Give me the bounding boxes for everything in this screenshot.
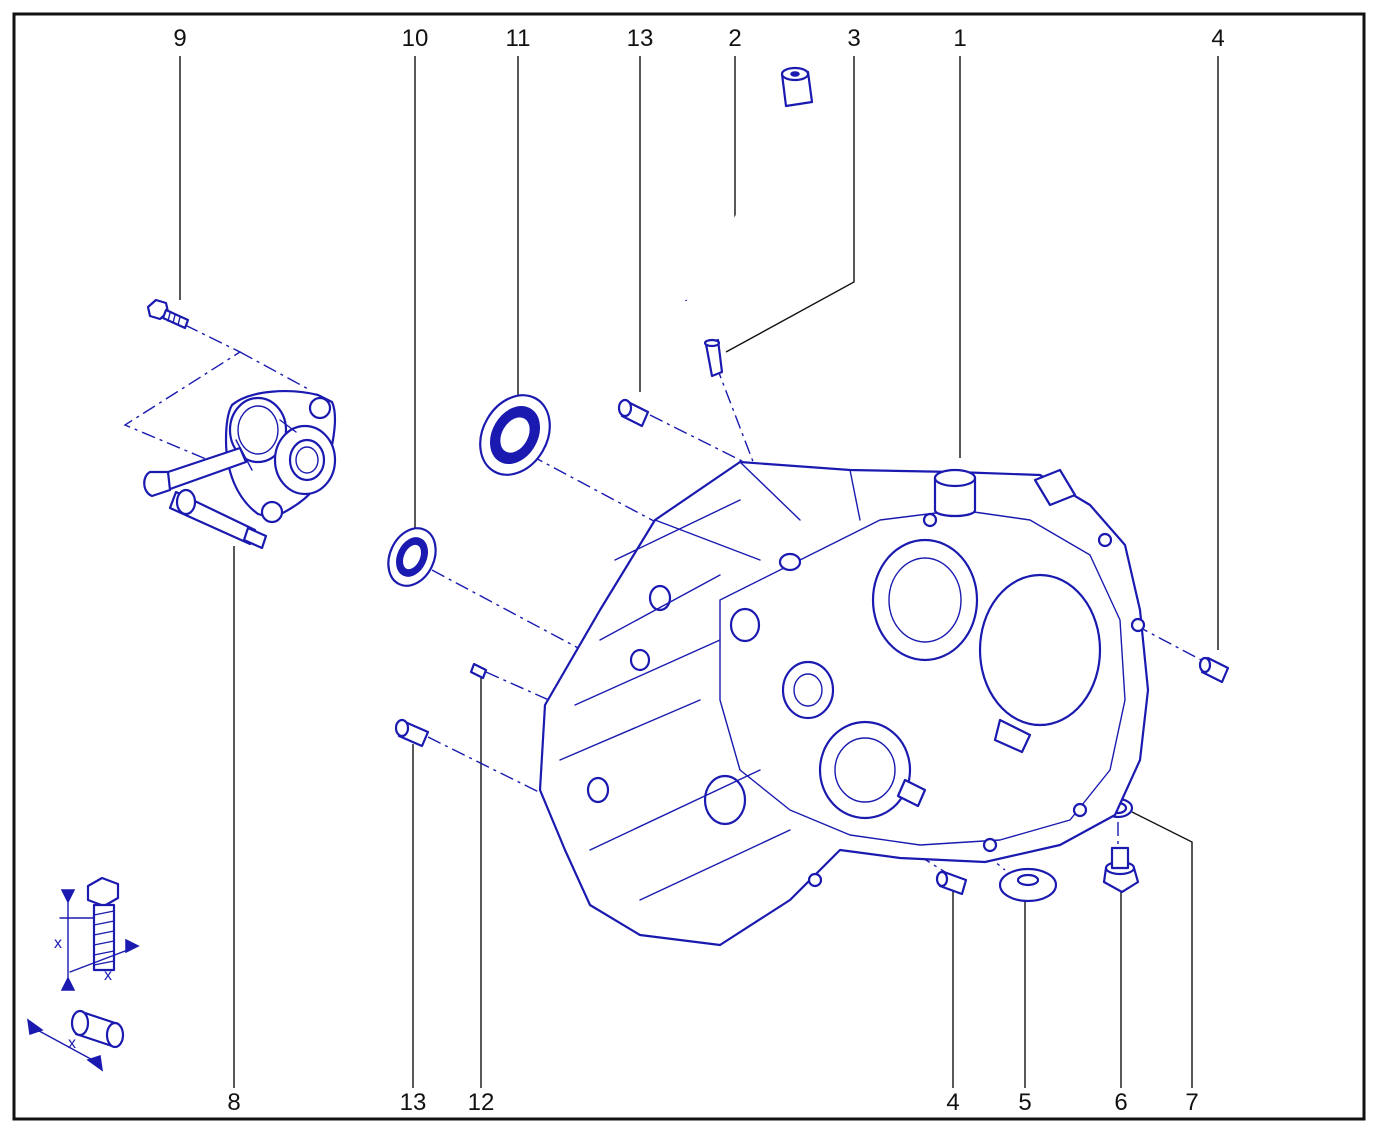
part-4-dowel-bottom <box>935 870 968 896</box>
label-12: 12 <box>468 1089 495 1116</box>
legend-mark-x-dowel: x <box>68 1035 76 1052</box>
label-11: 11 <box>506 25 531 52</box>
part-4-dowel-right <box>1198 656 1230 684</box>
legend-dowel-symbol: x <box>27 1009 125 1072</box>
part-9-bolt <box>146 298 190 330</box>
part-13-dowel-bottom <box>394 718 430 748</box>
label-3: 3 <box>847 25 860 52</box>
label-4-top: 4 <box>1211 25 1224 52</box>
label-8: 8 <box>227 1089 240 1116</box>
part-12-pin <box>469 662 488 680</box>
dowels-and-pins <box>394 398 1230 896</box>
label-7: 7 <box>1185 1089 1198 1116</box>
top-labels: 9 10 11 13 2 3 1 4 <box>173 25 1224 52</box>
part-2-breather-pipe <box>675 66 814 302</box>
label-1: 1 <box>953 25 966 52</box>
label-4-bottom: 4 <box>946 1089 959 1116</box>
label-13-bottom: 13 <box>400 1089 427 1116</box>
label-9: 9 <box>173 25 186 52</box>
legend-mark-x-length: x <box>54 935 62 952</box>
label-10: 10 <box>402 25 429 52</box>
part-1-clutch-housing <box>538 460 1150 947</box>
label-6: 6 <box>1114 1089 1127 1116</box>
part-10-seal <box>387 527 437 587</box>
legend-bolt-symbol: x x <box>54 876 140 991</box>
label-13-top: 13 <box>627 25 654 52</box>
bottom-labels: 8 13 12 4 5 6 7 <box>227 1089 1198 1116</box>
part-6-drain-plug <box>1102 846 1140 894</box>
diagram-frame <box>12 12 1366 1121</box>
part-8-clutch-slave-cylinder <box>143 390 337 550</box>
part-5-washer <box>998 867 1058 903</box>
part-13-dowel-top <box>617 398 650 428</box>
legend-mark-x-diameter: x <box>104 967 112 984</box>
part-3-breather-nozzle <box>703 338 724 378</box>
part-11-seal <box>479 394 551 476</box>
leader-lines <box>179 56 1219 1088</box>
label-2: 2 <box>728 25 741 52</box>
label-5: 5 <box>1018 1089 1031 1116</box>
